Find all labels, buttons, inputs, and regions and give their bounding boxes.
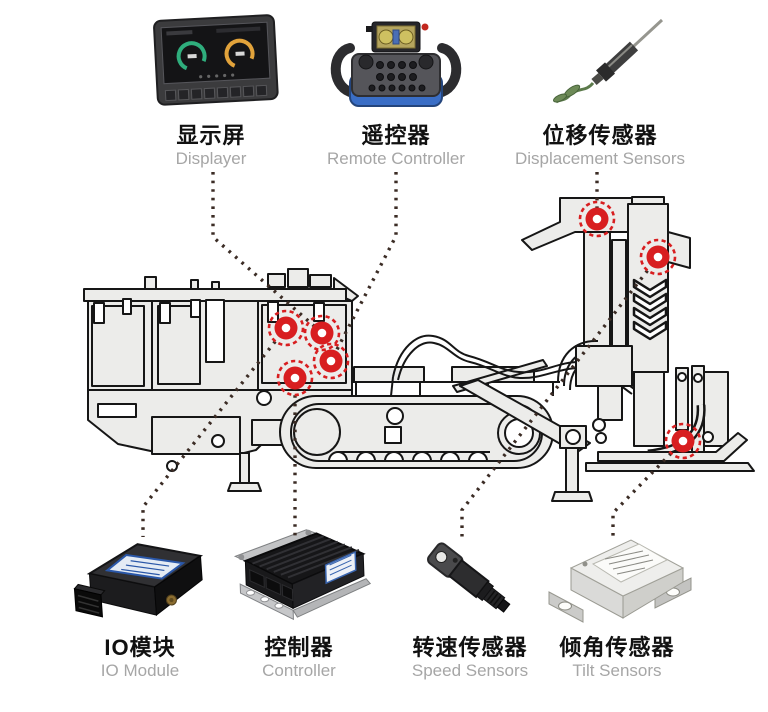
io-module-label: [104, 553, 186, 580]
display-screen: [160, 21, 271, 85]
speed-sensor-body: [427, 542, 511, 613]
label-tilt-sensors: 倾角传感器 Tilt Sensors: [559, 635, 675, 681]
label-speed-sensors-cn: 转速传感器: [412, 635, 528, 660]
location-marker: [303, 314, 341, 352]
label-remote-controller: 遥控器 Remote Controller: [327, 123, 465, 169]
display-device: [153, 14, 279, 106]
location-marker: [664, 422, 702, 460]
tilt-label: [591, 543, 669, 583]
remote-stop-button: [421, 23, 429, 31]
displacement-sensor-image: [553, 18, 664, 104]
label-controller-cn: 控制器: [264, 635, 334, 660]
support-leg-mast: [565, 447, 579, 493]
sensor-body: [601, 41, 639, 77]
drill-rig-drawing: [83, 196, 755, 502]
io-module-box: [73, 543, 204, 618]
tilt-sensor-image: [548, 539, 692, 623]
location-marker: [312, 342, 350, 380]
label-tilt-sensors-en: Tilt Sensors: [572, 661, 662, 681]
location-markers: [267, 200, 702, 460]
label-displayer-cn: 显示屏: [176, 123, 246, 148]
label-io-module-en: IO Module: [100, 661, 180, 681]
connector-speed-sensors: [460, 255, 660, 540]
label-speed-sensors-en: Speed Sensors: [411, 661, 529, 681]
location-marker: [267, 309, 305, 347]
mast-chevrons: [632, 278, 668, 341]
label-remote-controller-en: Remote Controller: [327, 149, 465, 169]
track-rollers: [328, 451, 488, 462]
controller-connectors: [249, 568, 294, 602]
label-displayer: 显示屏 Displayer: [175, 123, 247, 169]
remote-handle-left: [330, 43, 355, 97]
controller-box: [233, 529, 372, 621]
label-controller-en: Controller: [262, 661, 336, 681]
location-marker: [578, 200, 616, 238]
function-keys: [164, 84, 268, 102]
mast-base-skid: [597, 432, 748, 462]
support-leg-front: [239, 452, 250, 484]
io-module-image: [73, 543, 204, 618]
label-controller: 控制器 Controller: [262, 635, 336, 681]
label-io-module: IO模块 IO Module: [100, 635, 180, 681]
location-marker: [276, 359, 314, 397]
remote-handle-right: [437, 43, 462, 97]
controller-image: [233, 529, 372, 621]
connector-lines: [141, 172, 685, 540]
body-windows: [93, 298, 325, 324]
label-displacement-sensors: 位移传感器 Displacement Sensors: [514, 123, 686, 169]
label-remote-controller-cn: 遥控器: [361, 123, 431, 148]
remote-controller-image: [330, 21, 462, 107]
speed-sensor-image: [427, 542, 511, 613]
label-tilt-sensors-cn: 倾角传感器: [559, 635, 675, 660]
joystick-right: [418, 54, 434, 70]
controller-label: [324, 550, 357, 585]
roof-box: [267, 273, 286, 288]
boom: [459, 379, 591, 454]
screen-menu-dots: [199, 73, 235, 79]
location-marker: [639, 238, 677, 276]
roof-post: [144, 276, 157, 290]
joystick-left: [358, 54, 374, 70]
label-displacement-sensors-cn: 位移传感器: [542, 123, 658, 148]
label-io-module-cn: IO模块: [104, 635, 176, 660]
rotary-head: [575, 345, 633, 387]
remote-knobs: [368, 61, 426, 92]
label-speed-sensors: 转速传感器 Speed Sensors: [411, 635, 529, 681]
label-displayer-en: Displayer: [175, 149, 247, 169]
label-displacement-sensors-en: Displacement Sensors: [514, 149, 686, 169]
displayer-image: [153, 14, 279, 106]
